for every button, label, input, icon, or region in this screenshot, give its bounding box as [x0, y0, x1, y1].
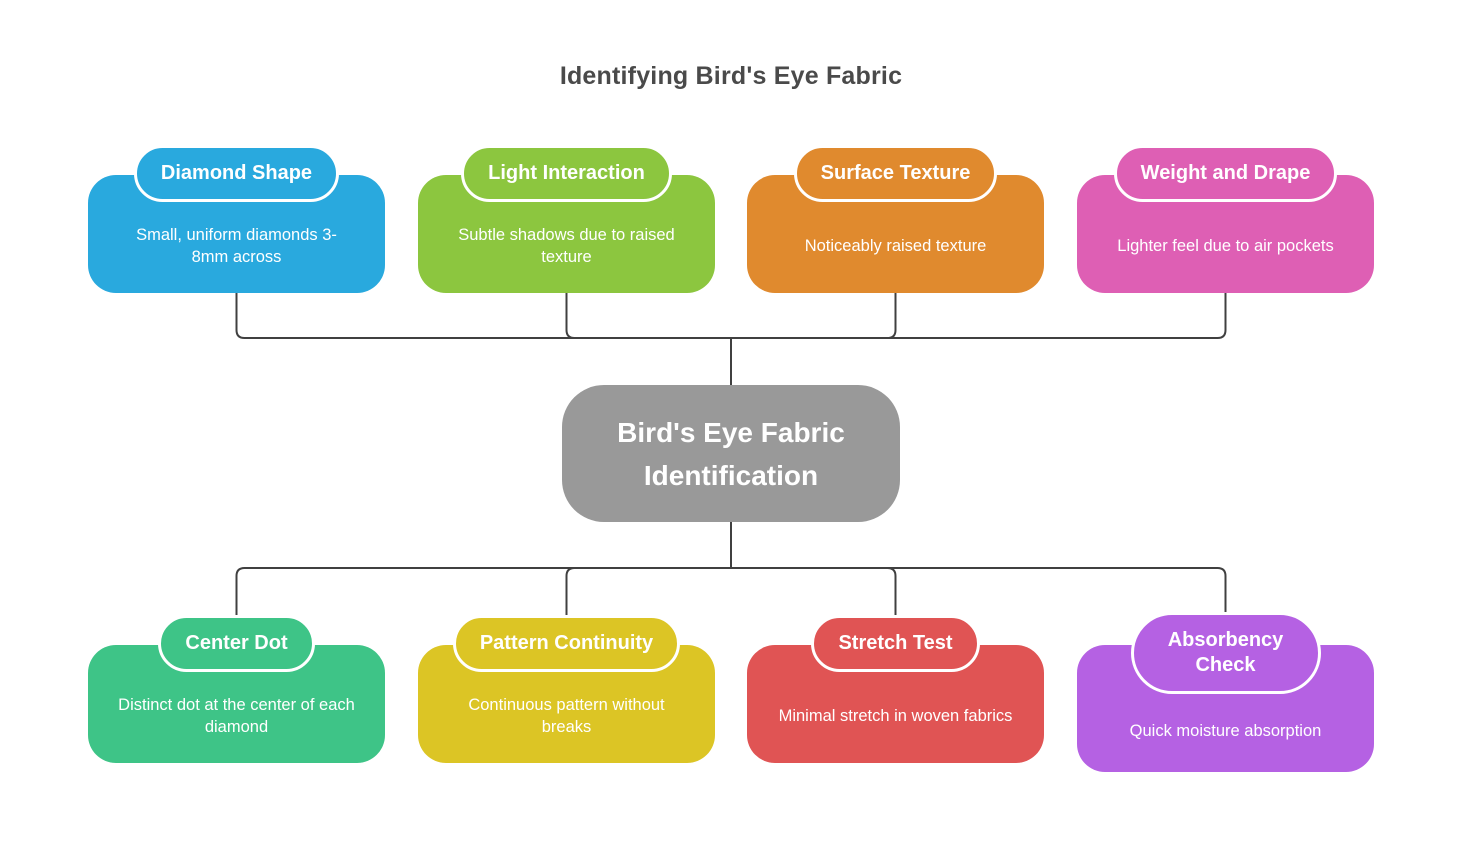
node-title: Weight and Drape: [1140, 162, 1311, 184]
node-title-pill: Absorbency Check: [1130, 612, 1321, 694]
central-node-label: Bird's Eye Fabric Identification: [617, 416, 845, 491]
node-pattern-continuity: Pattern Continuity Continuous pattern wi…: [418, 615, 715, 763]
node-title-pill: Light Interaction: [461, 145, 672, 202]
node-description: Minimal stretch in woven fabrics: [778, 707, 1013, 725]
node-weight-and-drape: Weight and Drape Lighter feel due to air…: [1077, 145, 1374, 293]
node-absorbency-check: Absorbency Check Quick moisture absorpti…: [1077, 612, 1374, 772]
node-title-pill: Surface Texture: [793, 145, 998, 202]
connector-weight-and-drape: [731, 293, 1227, 339]
node-title-pill: Stretch Test: [811, 615, 980, 672]
node-title-pill: Pattern Continuity: [452, 615, 681, 672]
node-description: Quick moisture absorption: [1129, 722, 1322, 740]
connector-surface-texture: [731, 293, 897, 339]
node-title: Absorbency Check: [1167, 629, 1284, 676]
connector-pattern-continuity: [565, 567, 731, 616]
node-title: Center Dot: [185, 632, 288, 654]
connector-stretch-test: [731, 567, 897, 616]
node-title: Pattern Continuity: [479, 632, 654, 654]
connector-diamond-shape: [235, 293, 731, 339]
node-description: Small, uniform diamonds 3-8mm across: [136, 226, 337, 266]
node-title: Light Interaction: [488, 162, 645, 184]
node-description: Distinct dot at the center of each diamo…: [118, 696, 355, 736]
connector-center-dot: [235, 567, 731, 616]
node-light-interaction: Light Interaction Subtle shadows due to …: [418, 145, 715, 293]
node-stretch-test: Stretch Test Minimal stretch in woven fa…: [747, 615, 1044, 763]
node-title: Surface Texture: [820, 162, 971, 184]
node-title-pill: Weight and Drape: [1113, 145, 1338, 202]
connector-group: [235, 293, 1227, 616]
node-description-box: Small, uniform diamonds 3-8mm across: [88, 175, 385, 293]
node-description: Noticeably raised texture: [804, 237, 987, 255]
node-title: Diamond Shape: [160, 162, 313, 184]
node-title: Stretch Test: [838, 632, 953, 654]
node-center-dot: Center Dot Distinct dot at the center of…: [88, 615, 385, 763]
node-description: Continuous pattern without breaks: [468, 696, 665, 736]
page-title: Identifying Bird's Eye Fabric: [559, 62, 903, 90]
node-central: Bird's Eye Fabric Identification: [562, 385, 900, 522]
node-title-pill: Center Dot: [158, 615, 315, 672]
node-surface-texture: Surface Texture Noticeably raised textur…: [747, 145, 1044, 293]
connector-absorbency-check: [731, 567, 1227, 613]
connector-top-branches: [235, 293, 1227, 385]
connector-light-interaction: [565, 293, 731, 339]
node-diamond-shape: Diamond Shape Small, uniform diamonds 3-…: [88, 145, 385, 293]
node-title-pill: Diamond Shape: [133, 145, 340, 202]
node-description: Subtle shadows due to raised texture: [458, 226, 675, 266]
node-description-box: Minimal stretch in woven fabrics: [747, 645, 1044, 763]
node-description: Lighter feel due to air pockets: [1117, 237, 1334, 255]
connector-bottom-branches: [235, 522, 1227, 616]
